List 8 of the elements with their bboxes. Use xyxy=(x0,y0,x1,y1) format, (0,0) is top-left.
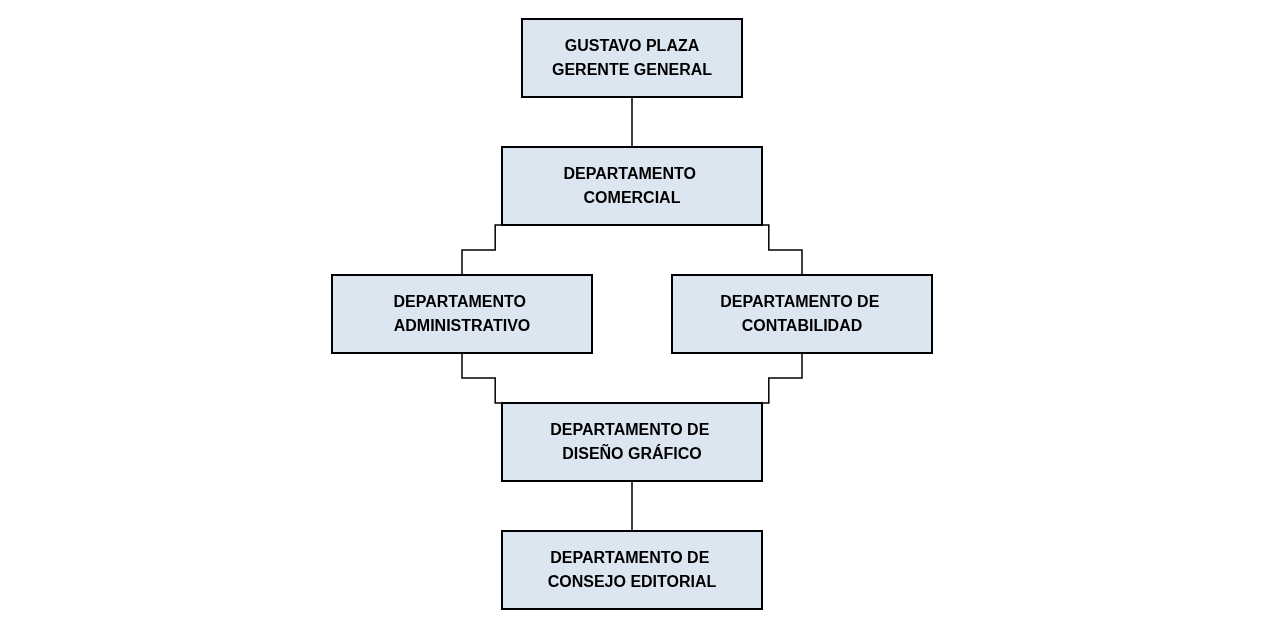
connector xyxy=(630,96,633,148)
node-box: DEPARTAMENTO DE CONSEJO EDITORIAL xyxy=(500,530,763,610)
connector xyxy=(630,480,633,532)
node-box: GUSTAVO PLAZA GERENTE GENERAL xyxy=(520,18,743,98)
node-box: DEPARTAMENTO ADMINISTRATIVO xyxy=(330,274,593,354)
node-box: DEPARTAMENTO DE CONTABILIDAD xyxy=(670,274,933,354)
node-box: DEPARTAMENTO COMERCIAL xyxy=(500,146,763,226)
node-box: DEPARTAMENTO DE DISEÑO GRÁFICO xyxy=(500,402,763,482)
